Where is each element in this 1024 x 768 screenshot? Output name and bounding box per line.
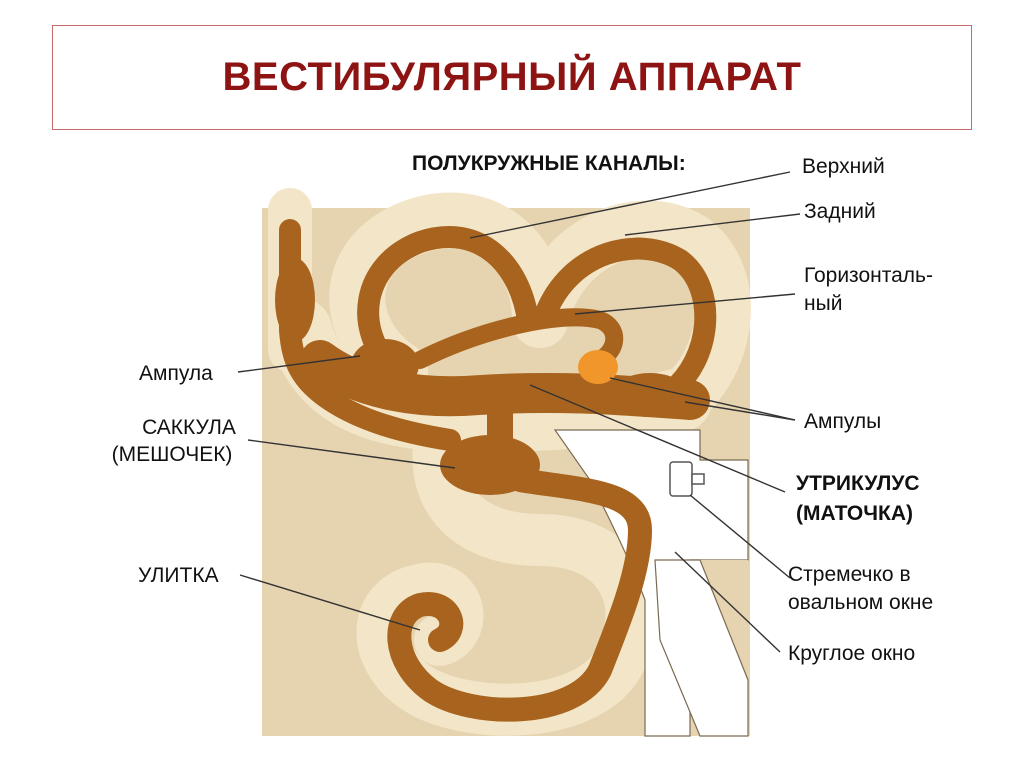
label-horizontal-line2: ный	[804, 292, 843, 315]
ampullae-shapes	[275, 258, 688, 417]
label-saccule-line1: САККУЛА	[142, 416, 236, 439]
page-title: ВЕСТИБУЛЯРНЫЙ АППАРАТ	[222, 55, 802, 99]
label-round-window: Круглое окно	[788, 642, 916, 665]
label-ampulla: Ампула	[139, 362, 213, 385]
stapes-shape	[669, 461, 705, 497]
utricle-spot	[578, 350, 618, 384]
label-semicircular-canals: ПОЛУКРУЖНЫЕ КАНАЛЫ:	[412, 152, 686, 175]
label-stapes-line1: Стремечко в	[788, 563, 911, 586]
leader-lines	[237, 171, 801, 653]
label-superior: Верхний	[802, 155, 885, 178]
label-cochlea: УЛИТКА	[138, 564, 219, 587]
label-utricle-line2: (МАТОЧКА)	[796, 502, 913, 525]
label-posterior: Задний	[804, 200, 876, 223]
label-saccule-line2: (МЕШОЧЕК)	[111, 443, 233, 466]
label-stapes-line2: овальном окне	[788, 591, 934, 614]
label-utricle-line1: УТРИКУЛУС	[796, 472, 920, 495]
label-ampullae: Ампулы	[804, 410, 882, 433]
title-frame: ВЕСТИБУЛЯРНЫЙ АППАРАТ	[52, 25, 972, 130]
label-horizontal-line1: Горизонталь-	[804, 264, 933, 287]
